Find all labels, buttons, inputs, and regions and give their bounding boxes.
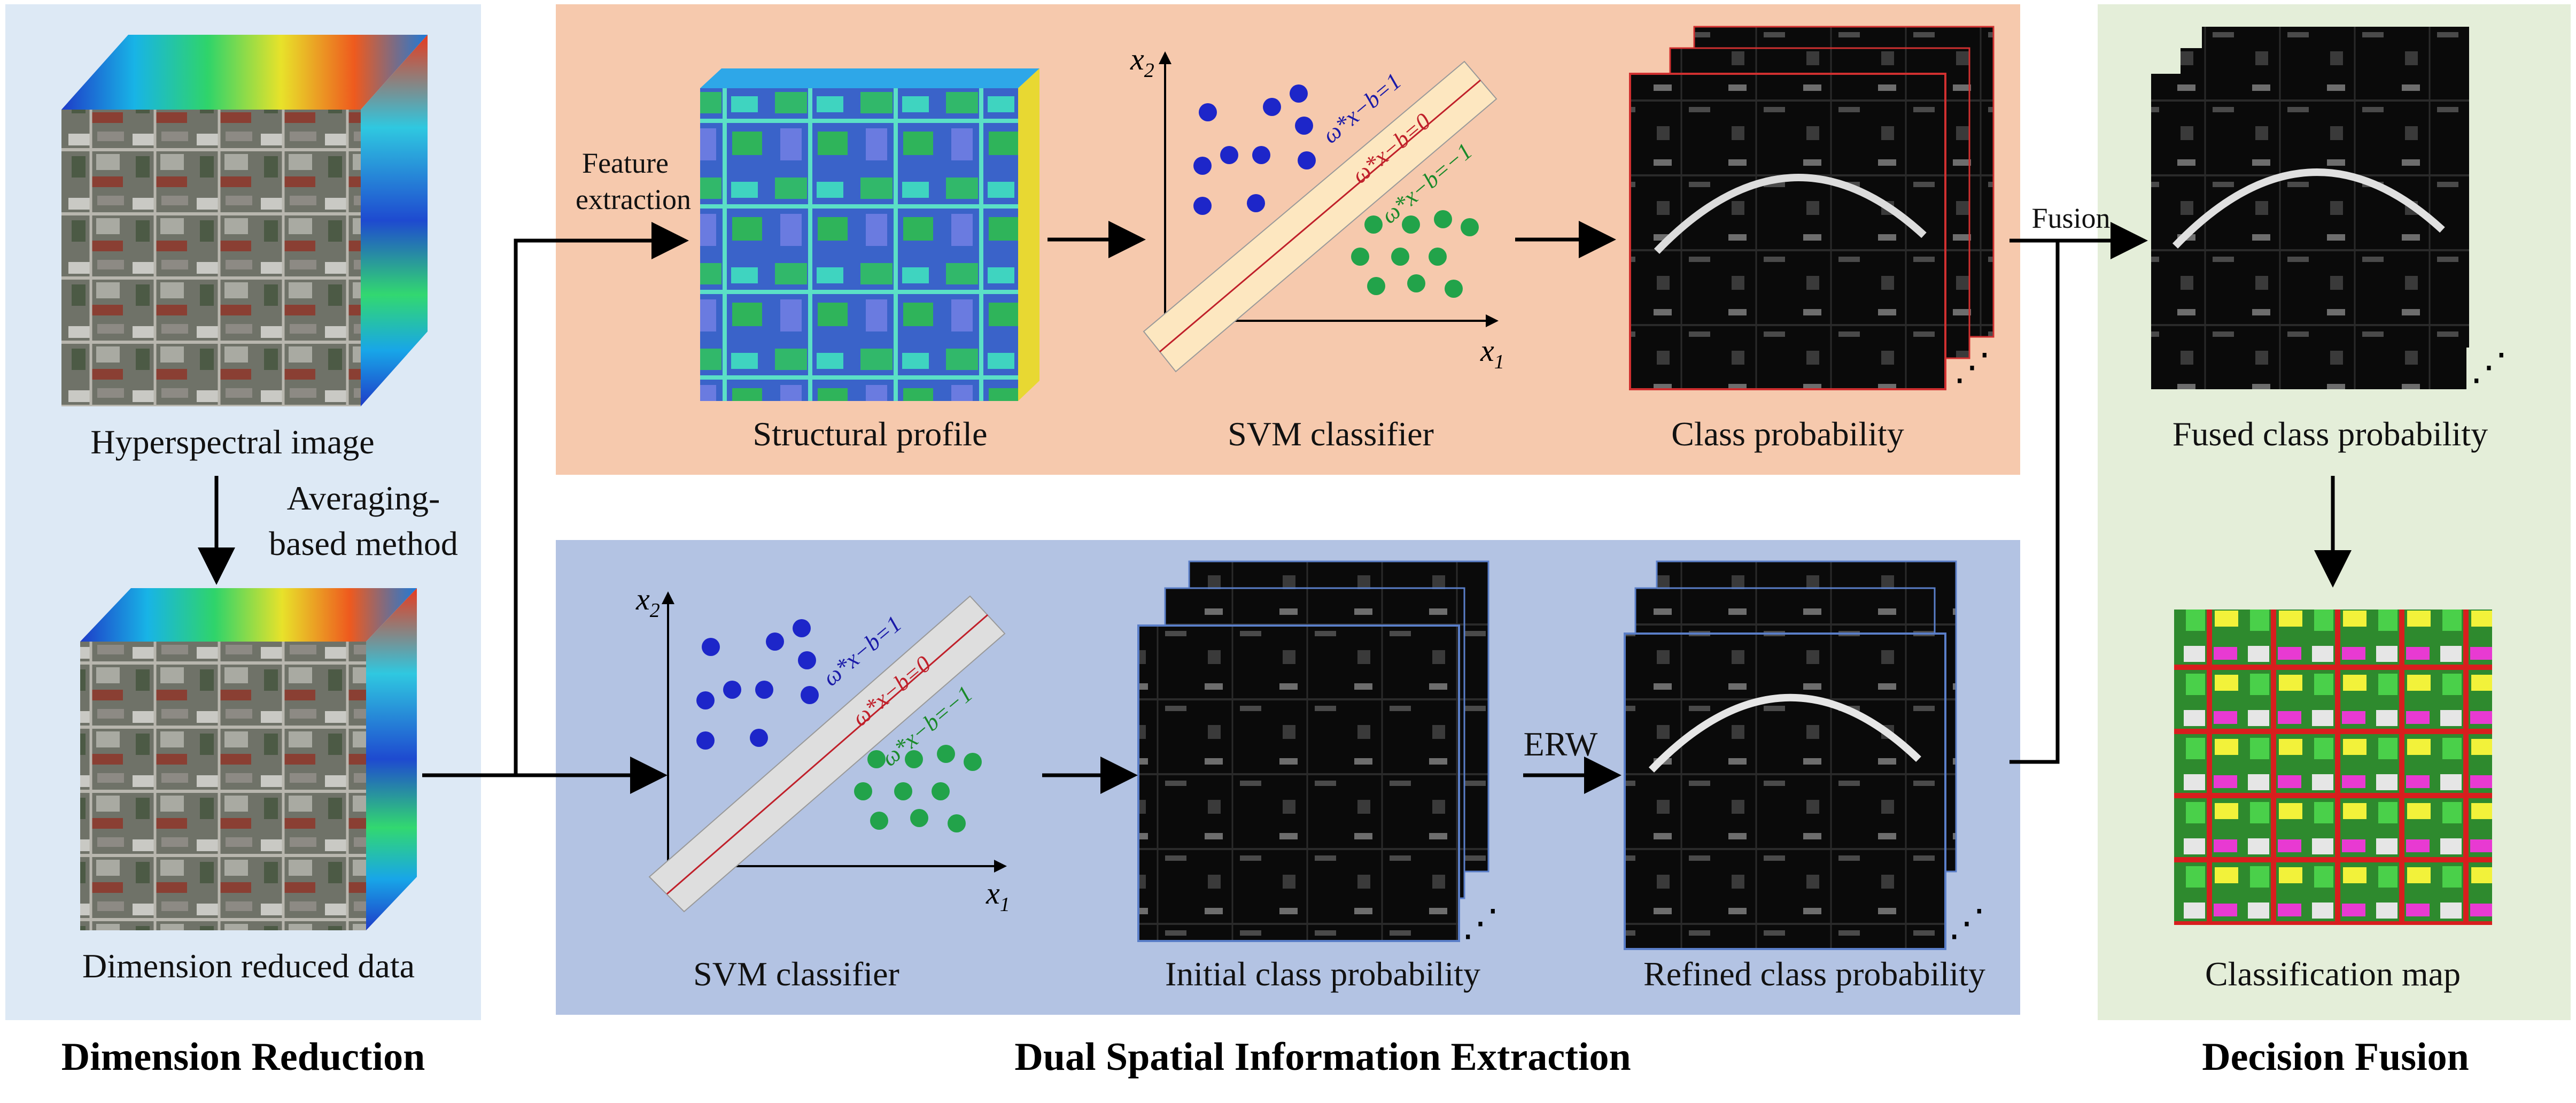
svm-points-bottom (696, 619, 982, 832)
flow-arrows (198, 221, 2352, 794)
structural-profile-label: Structural profile (752, 415, 988, 453)
feature-extraction-label-2: extraction (576, 183, 691, 215)
blue-sample-point (1295, 117, 1313, 135)
ellipsis-icon: ⋰ (1948, 903, 1985, 944)
fused-probability-stack (2151, 27, 2469, 389)
svm-classifier-top-label: SVM classifier (1228, 415, 1434, 453)
ellipsis-icon: ⋰ (1953, 347, 1991, 388)
svm-bottom-y-axis: x2 (635, 582, 660, 622)
classification-map-image (2174, 610, 2492, 925)
svm-plot-bottom (648, 591, 1007, 913)
fused-class-probability-label: Fused class probability (2172, 415, 2488, 453)
green-sample-point (1391, 248, 1409, 266)
green-sample-point (1407, 274, 1425, 292)
class-probability-label: Class probability (1671, 415, 1904, 453)
refined-probability-stack (1624, 560, 1957, 950)
blue-sample-point (1193, 157, 1212, 175)
green-sample-point (964, 753, 982, 771)
erw-label: ERW (1523, 725, 1598, 763)
initial-probability-stack (1137, 560, 1489, 942)
dimension-reduced-label: Dimension reduced data (82, 947, 415, 985)
blue-sample-point (755, 681, 773, 699)
blue-sample-point (750, 729, 768, 747)
green-sample-point (910, 809, 928, 827)
initial-class-probability-label: Initial class probability (1165, 955, 1481, 993)
blue-sample-point (1199, 103, 1217, 121)
svm-top-y-axis: x2 (1130, 42, 1154, 82)
blue-sample-point (1298, 151, 1316, 169)
refined-class-probability-label: Refined class probability (1643, 955, 1985, 993)
green-sample-point (1364, 215, 1383, 234)
dual-spatial-title: Dual Spatial Information Extraction (1014, 1035, 1631, 1079)
class-probability-stack (1629, 26, 1995, 390)
green-sample-point (905, 750, 923, 768)
dimension-reduction-title: Dimension Reduction (61, 1035, 425, 1079)
svm-top-x-axis: x1 (1480, 333, 1504, 373)
green-sample-point (1402, 215, 1420, 234)
blue-sample-point (1290, 84, 1308, 103)
green-sample-point (937, 745, 955, 763)
blue-sample-point (723, 681, 741, 699)
feature-extraction-label-1: Feature (582, 147, 669, 179)
svm-points-top (1193, 84, 1479, 298)
classification-map-label: Classification map (2205, 955, 2461, 993)
green-sample-point (932, 782, 950, 800)
green-sample-point (1351, 248, 1369, 266)
blue-sample-point (696, 691, 715, 709)
svm-bottom-x-axis: x1 (986, 876, 1010, 916)
blue-sample-point (1247, 194, 1265, 212)
green-sample-point (867, 750, 886, 768)
blue-sample-point (801, 686, 819, 704)
blue-sample-point (1193, 197, 1212, 215)
green-sample-point (1445, 280, 1463, 298)
arrow-right-icon (2009, 222, 2148, 764)
dimension-reduced-cube (80, 588, 417, 930)
green-sample-point (1461, 218, 1479, 236)
fusion-label: Fusion (2031, 202, 2111, 234)
averaging-method-label-2: based method (269, 524, 458, 562)
hyperspectral-image-label: Hyperspectral image (90, 423, 375, 461)
blue-sample-point (1263, 98, 1281, 116)
green-sample-point (948, 814, 966, 832)
svm-classifier-bottom-label: SVM classifier (693, 955, 899, 993)
svm-plot-top (1143, 51, 1499, 373)
arrow-right-icon (422, 222, 689, 777)
blue-sample-point (1252, 146, 1270, 164)
blue-sample-point (696, 731, 715, 750)
ellipsis-icon: ⋰ (2470, 347, 2508, 388)
blue-sample-point (798, 651, 816, 669)
blue-sample-point (702, 638, 720, 656)
blue-sample-point (766, 633, 784, 651)
green-sample-point (870, 812, 888, 830)
blue-sample-point (1220, 146, 1238, 164)
green-sample-point (1367, 277, 1385, 295)
averaging-method-label-1: Averaging- (286, 479, 440, 517)
decision-fusion-title: Decision Fusion (2202, 1035, 2469, 1079)
ellipsis-icon: ⋰ (1462, 903, 1499, 944)
green-sample-point (1434, 210, 1452, 228)
blue-sample-point (793, 619, 811, 637)
green-sample-point (854, 782, 872, 800)
green-sample-point (894, 782, 912, 800)
green-sample-point (1429, 248, 1447, 266)
hyperspectral-cube (61, 35, 428, 406)
structural-profile-image (700, 68, 1039, 401)
